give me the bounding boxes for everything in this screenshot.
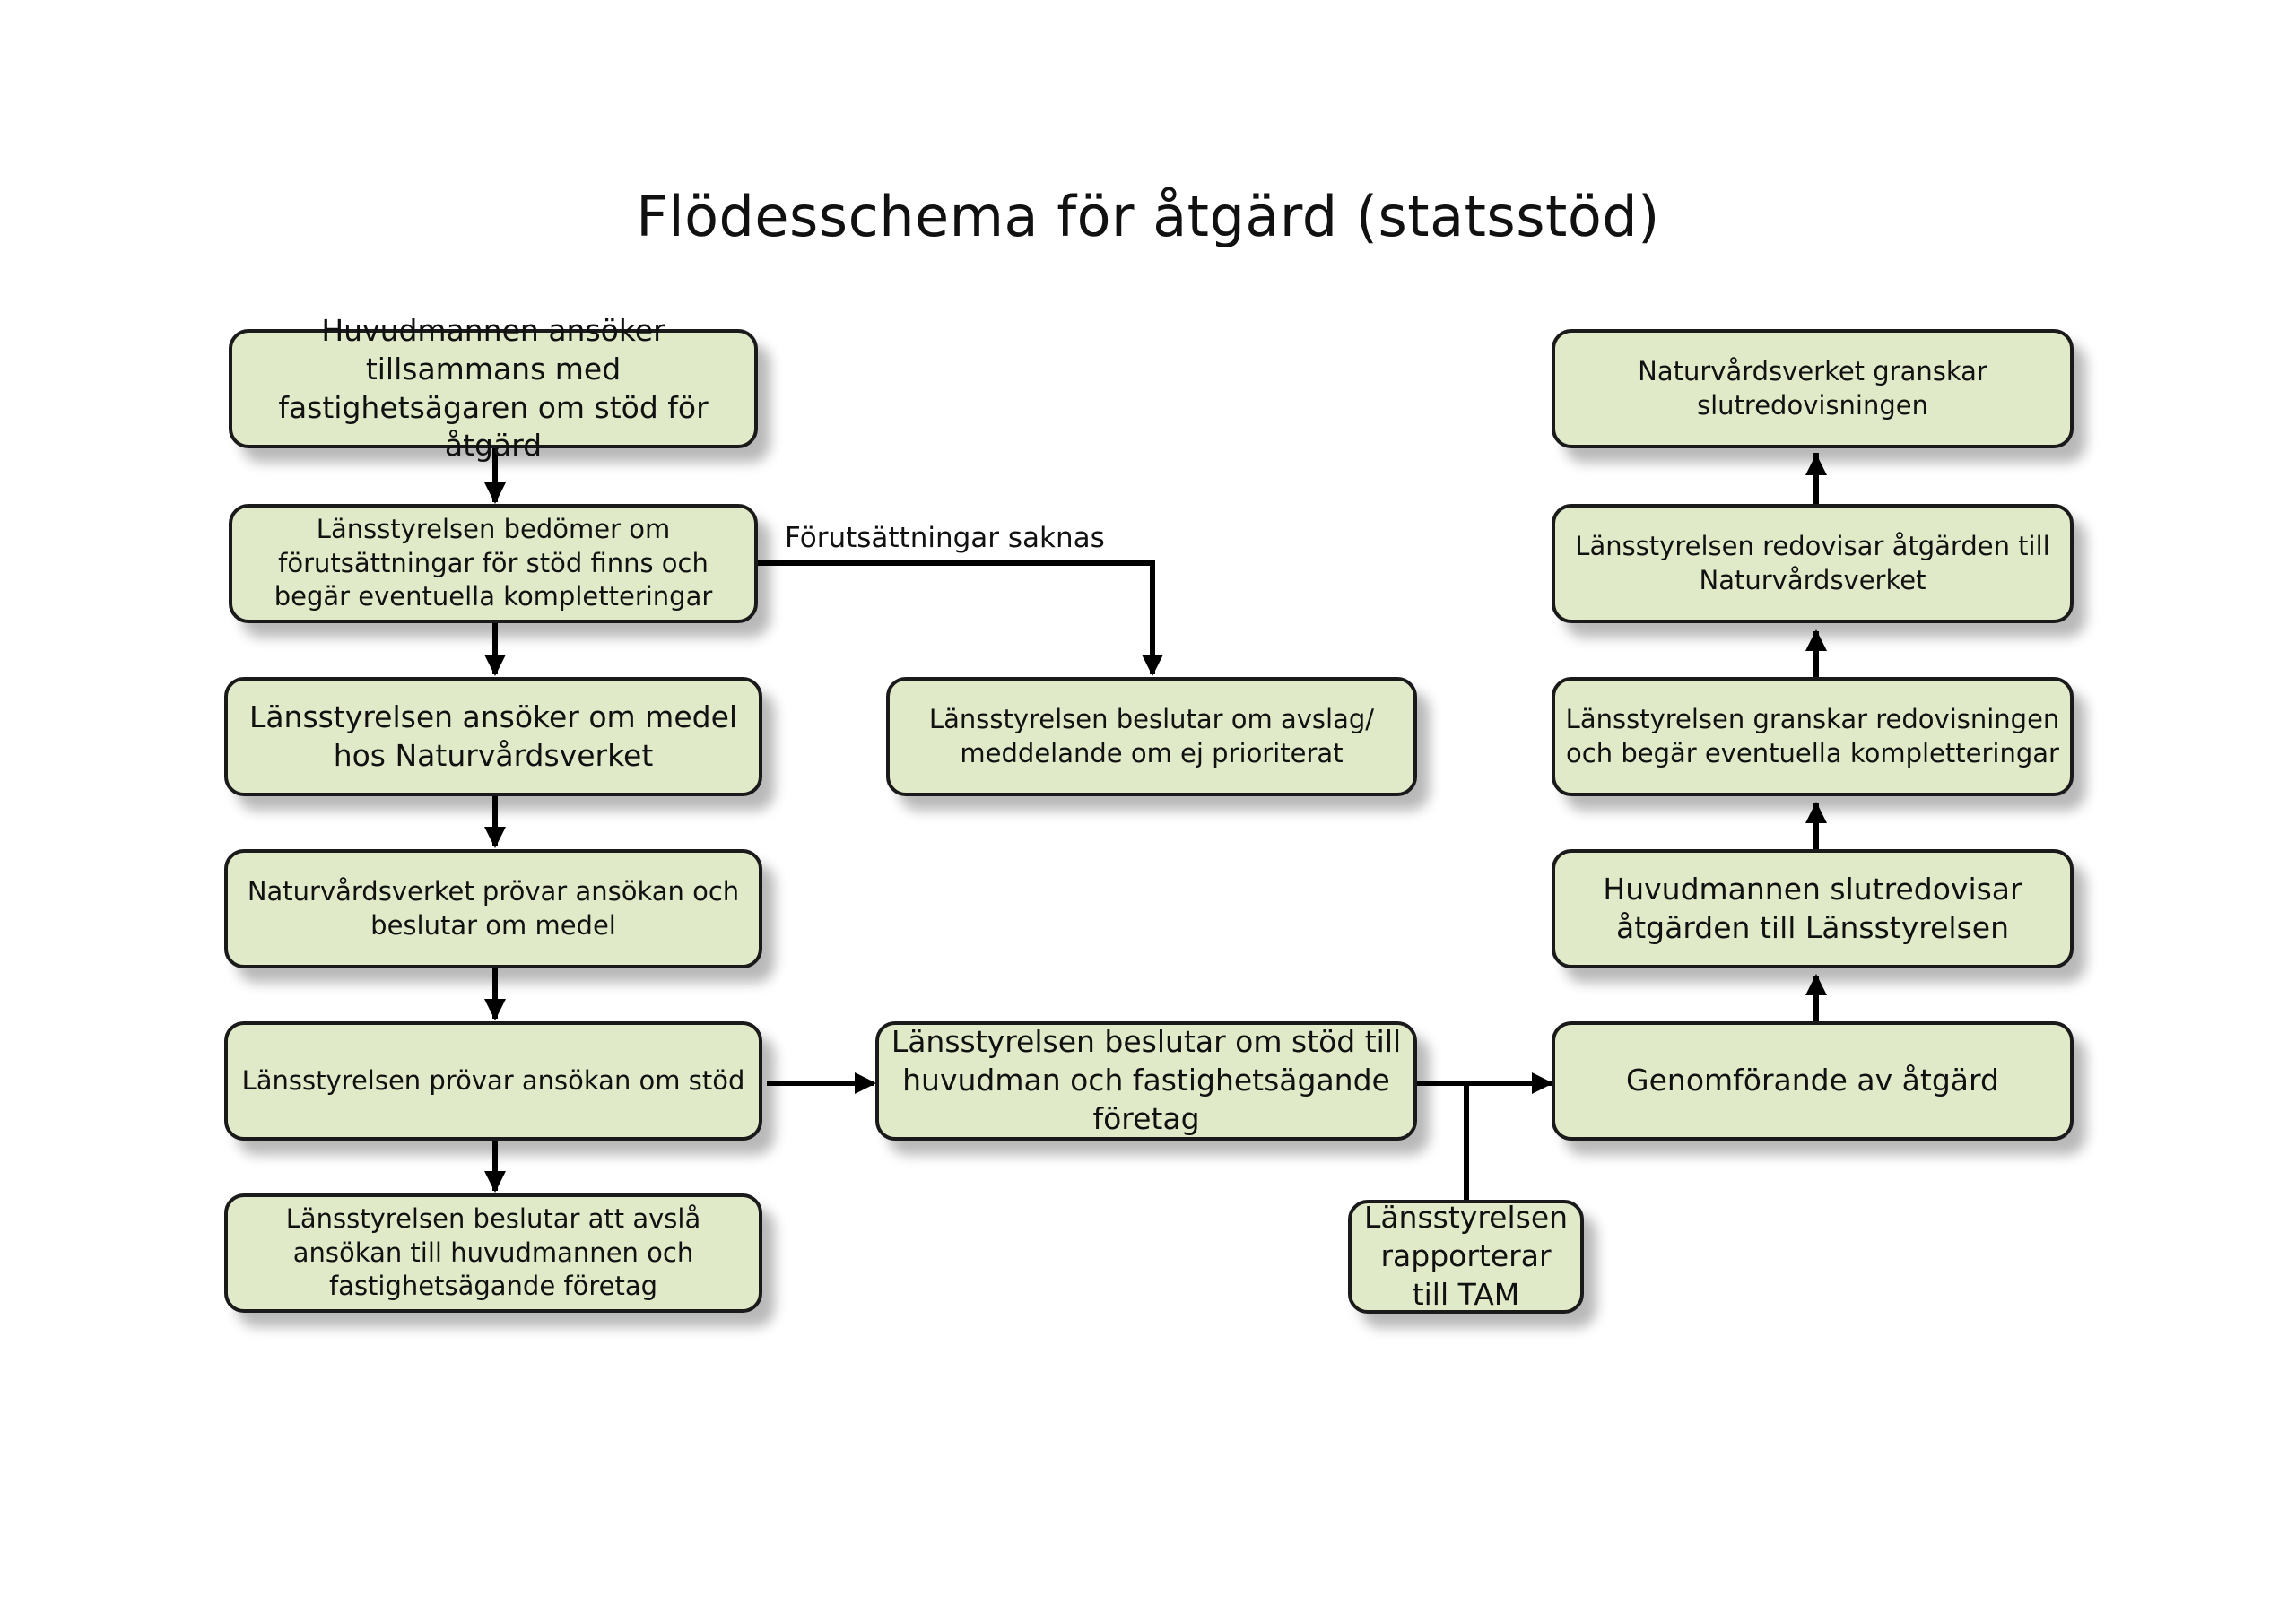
node-assessment: Länsstyrelsen bedömer om förutsättningar… xyxy=(229,504,758,623)
arrowhead-n5-n8 xyxy=(855,1072,876,1094)
arrowhead-n12-n13 xyxy=(1805,629,1827,651)
page-title: Flödesschema för åtgärd (statsstöd) xyxy=(636,184,1660,249)
arrowhead-n8-n10 xyxy=(1532,1072,1553,1094)
arrowhead-n2-n3 xyxy=(484,655,506,676)
arrowhead-n4-n5 xyxy=(484,999,506,1020)
node-nv-review-final: Naturvårdsverket granskar slutredovisnin… xyxy=(1552,329,2074,448)
node-implementation: Genomförande av åtgärd xyxy=(1552,1021,2074,1141)
node-nv-review: Naturvårdsverket prövar ansökan och besl… xyxy=(224,849,762,968)
node-rejection-not-prioritized: Länsstyrelsen beslutar om avslag/ meddel… xyxy=(886,677,1417,796)
arrowhead-n3-n4 xyxy=(484,827,506,848)
node-grant-decision: Länsstyrelsen beslutar om stöd till huvu… xyxy=(875,1021,1417,1141)
node-application: Huvudmannen ansöker tillsammans med fast… xyxy=(229,313,758,463)
node-review-application: Länsstyrelsen prövar ansökan om stöd xyxy=(224,1021,762,1141)
arrow-n2-n7 xyxy=(758,560,1155,674)
node-final-report: Huvudmannen slutredovisar åtgärden till … xyxy=(1552,849,2074,968)
node-report-tam: Länsstyrelsen rapporterar till TAM xyxy=(1348,1200,1584,1314)
edge-label-preconditions-missing: Förutsättningar saknas xyxy=(785,522,1105,554)
arrowhead-n13-n14 xyxy=(1805,454,1827,475)
arrowhead-n11-n12 xyxy=(1805,802,1827,823)
node-apply-funds: Länsstyrelsen ansöker om medel hos Natur… xyxy=(224,677,762,796)
node-report-to-nv: Länsstyrelsen redovisar åtgärden till Na… xyxy=(1552,504,2074,623)
arrowhead-n1-n2 xyxy=(484,482,506,504)
node-reject: Länsstyrelsen beslutar att avslå ansökan… xyxy=(224,1193,762,1313)
arrowhead-n5-n6 xyxy=(484,1171,506,1193)
arrowhead-n10-n11 xyxy=(1805,974,1827,995)
node-review-report: Länsstyrelsen granskar redovisningen och… xyxy=(1552,677,2074,796)
arrowhead-n2-n7 xyxy=(1142,655,1163,676)
